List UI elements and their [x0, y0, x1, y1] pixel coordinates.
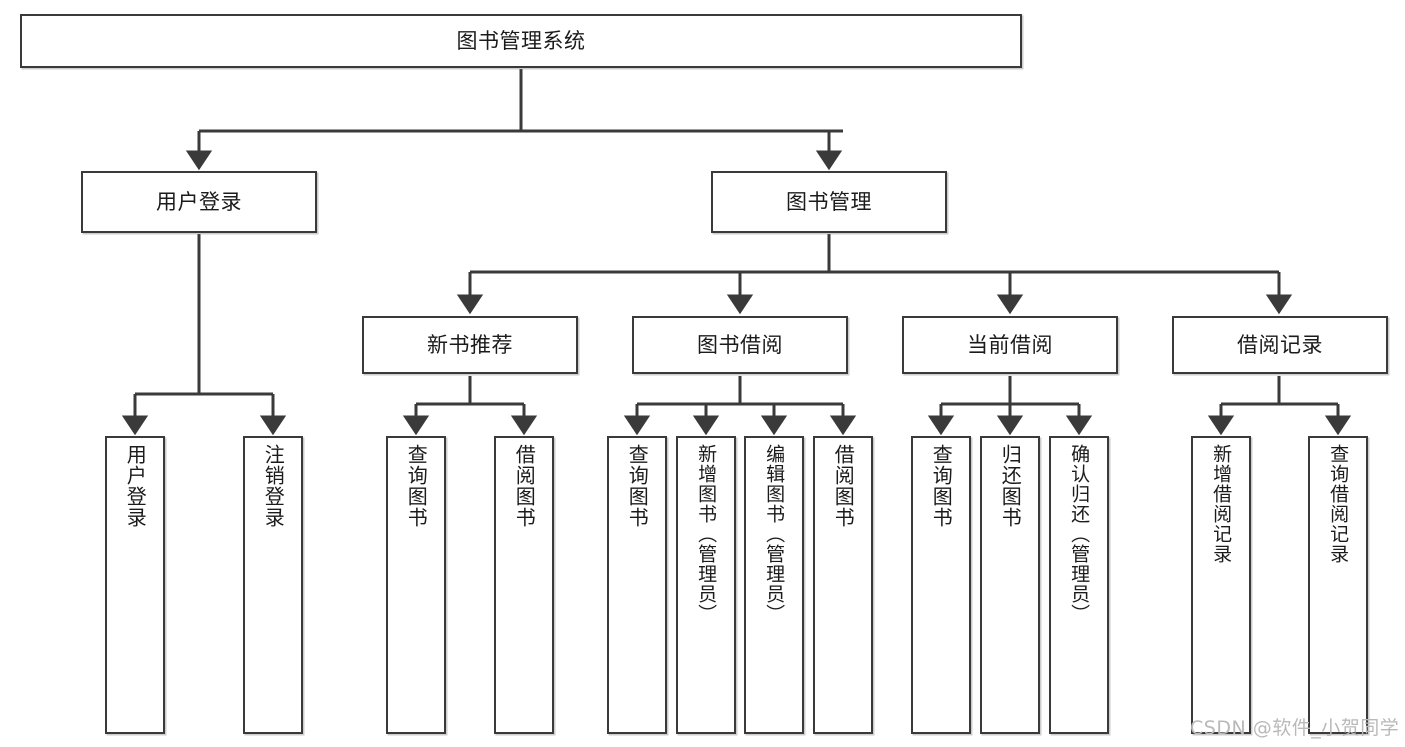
node-root-system[interactable]: 图书管理系统 [20, 14, 1022, 68]
node-label: 查询图书 [929, 444, 954, 528]
leaf-borrow-query-book[interactable]: 查询图书 [607, 436, 667, 734]
leaf-borrow-edit-book-admin[interactable]: 编辑图书（管理员） [744, 436, 804, 734]
node-label: 借阅记录 [1237, 332, 1323, 357]
node-label: 用户登录 [156, 189, 242, 214]
node-label: 图书管理系统 [456, 28, 586, 53]
leaf-current-query-book[interactable]: 查询图书 [911, 436, 971, 734]
leaf-record-query-record[interactable]: 查询借阅记录 [1308, 436, 1368, 734]
node-label: 查询图书 [404, 444, 429, 528]
node-label: 归还图书 [998, 444, 1023, 528]
node-borrow-record[interactable]: 借阅记录 [1172, 316, 1388, 374]
node-label: 借阅图书 [512, 444, 537, 528]
leaf-borrow-add-book-admin[interactable]: 新增图书（管理员） [676, 436, 736, 734]
node-label: 图书借阅 [697, 332, 783, 357]
node-label: 确认归还（管理员） [1068, 444, 1091, 624]
node-book-borrow[interactable]: 图书借阅 [632, 316, 848, 374]
node-label: 编辑图书（管理员） [763, 444, 786, 624]
node-label: 注销登录 [261, 444, 286, 528]
node-label: 用户登录 [123, 444, 148, 528]
node-label: 新增图书（管理员） [695, 444, 718, 624]
leaf-new-book-query[interactable]: 查询图书 [386, 436, 446, 734]
node-label: 查询借阅记录 [1327, 444, 1350, 564]
node-label: 借阅图书 [831, 444, 856, 528]
node-book-management[interactable]: 图书管理 [711, 171, 947, 233]
node-label: 当前借阅 [967, 332, 1053, 357]
leaf-new-book-borrow[interactable]: 借阅图书 [494, 436, 554, 734]
leaf-borrow-borrow-book[interactable]: 借阅图书 [813, 436, 873, 734]
leaf-current-return-book[interactable]: 归还图书 [980, 436, 1040, 734]
leaf-current-confirm-return-admin[interactable]: 确认归还（管理员） [1049, 436, 1109, 734]
node-user-login[interactable]: 用户登录 [81, 171, 317, 233]
node-new-book-recommend[interactable]: 新书推荐 [362, 316, 578, 374]
node-label: 查询图书 [625, 444, 650, 528]
node-label: 新增借阅记录 [1210, 444, 1233, 564]
leaf-record-add-record[interactable]: 新增借阅记录 [1191, 436, 1251, 734]
node-current-borrow[interactable]: 当前借阅 [902, 316, 1118, 374]
leaf-user-login-login[interactable]: 用户登录 [105, 436, 165, 734]
leaf-user-login-logout[interactable]: 注销登录 [243, 436, 303, 734]
node-label: 新书推荐 [427, 332, 513, 357]
node-label: 图书管理 [786, 189, 872, 214]
